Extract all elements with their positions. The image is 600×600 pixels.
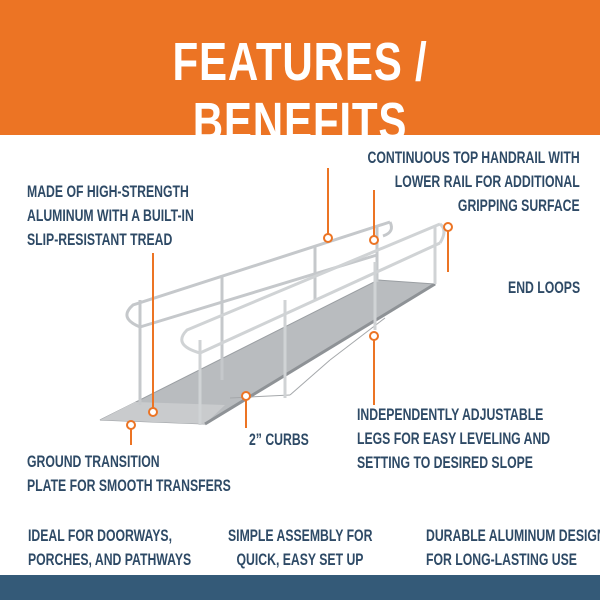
page-title: FEATURES / BENEFITS [172,32,428,152]
material-marker [148,407,158,417]
callout-line: PLATE FOR SMOOTH TRANSFERS [27,476,231,495]
ground-marker [126,420,136,430]
benefit-line: DURABLE ALUMINUM DESIGN [426,526,600,545]
callout-line: GRIPPING SURFACE [458,196,580,215]
callout-line: ALUMINUM WITH A BUILT-IN [27,206,194,225]
footer-bar [0,575,600,600]
callout-material: MADE OF HIGH-STRENGTH ALUMINUM WITH A BU… [27,180,194,252]
lower-rail-marker [369,235,379,245]
callout-line: SETTING TO DESIRED SLOPE [357,453,533,472]
benefit-assembly: SIMPLE ASSEMBLY FOR QUICK, EASY SET UP [228,524,372,572]
header-banner: FEATURES / BENEFITS [0,0,600,152]
transition-plate [100,402,225,424]
benefit-doorways: IDEAL FOR DOORWAYS, PORCHES, AND PATHWAY… [28,524,192,572]
callout-line: SLIP-RESISTANT TREAD [27,230,173,249]
callout-line: END LOOPS [507,278,580,297]
end-loop-marker [443,222,453,232]
benefit-line: SIMPLE ASSEMBLY FOR [228,526,373,545]
callout-legs: INDEPENDENTLY ADJUSTABLE LEGS FOR EASY L… [357,403,550,475]
benefit-line: FOR LONG-LASTING USE [426,550,577,569]
benefit-line: IDEAL FOR DOORWAYS, [28,526,172,545]
callout-line: MADE OF HIGH-STRENGTH [27,182,189,201]
front-handrail [180,222,446,425]
curbs-marker [241,391,251,401]
callout-line: 2” CURBS [249,430,309,449]
callout-line: GROUND TRANSITION [27,452,160,471]
callout-markers [126,168,453,445]
callout-handrail: CONTINUOUS TOP HANDRAIL WITH LOWER RAIL … [368,146,580,218]
callout-curbs: 2” CURBS [249,428,309,452]
benefit-durable: DURABLE ALUMINUM DESIGN FOR LONG-LASTING… [426,524,600,572]
callout-line: CONTINUOUS TOP HANDRAIL WITH [367,148,580,167]
legs-marker [369,331,379,341]
benefit-line: QUICK, EASY SET UP [236,550,364,569]
callout-line: LOWER RAIL FOR ADDITIONAL [395,172,580,191]
benefit-line: PORCHES, AND PATHWAYS [28,550,192,569]
callout-line: LEGS FOR EASY LEVELING AND [357,429,551,448]
callout-ground: GROUND TRANSITION PLATE FOR SMOOTH TRANS… [27,450,231,498]
callout-end-loops: END LOOPS [508,276,580,300]
callout-line: INDEPENDENTLY ADJUSTABLE [357,405,544,424]
top-rail-marker [323,233,333,243]
